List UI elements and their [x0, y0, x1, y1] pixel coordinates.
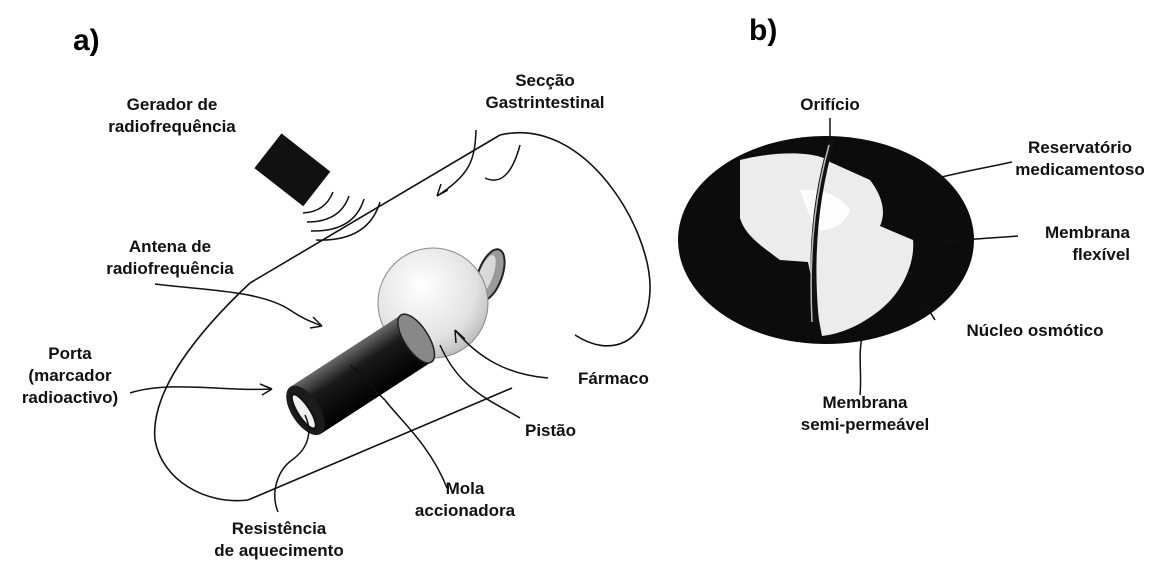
label-heating-resistor: Resistência de aquecimento [204, 518, 354, 562]
label-gi-section: Secção Gastrintestinal [470, 70, 620, 114]
rf-generator-block [254, 133, 330, 206]
tube-end-ellipse [500, 133, 650, 346]
label-actuating-spring: Mola accionadora [410, 478, 520, 522]
rf-waves [303, 192, 380, 240]
label-flexible-membrane: Membrana flexível [1010, 222, 1130, 266]
panel-b-letter: b) [749, 14, 777, 48]
label-rf-generator: Gerador de radiofrequência [88, 94, 256, 138]
label-semipermeable-membrane: Membrana semi-permeável [790, 392, 940, 436]
label-orifice: Orifício [780, 94, 880, 116]
label-drug-reservoir: Reservatório medicamentoso [1005, 137, 1155, 181]
panel-a-letter: a) [73, 24, 100, 58]
label-rf-antenna: Antena de radiofrequência [86, 236, 254, 280]
tube-near-ellipse [155, 283, 250, 501]
label-port-marker: Porta (marcador radioactivo) [0, 343, 140, 409]
label-osmotic-core: Núcleo osmótico [930, 320, 1140, 342]
label-drug: Fármaco [578, 368, 678, 390]
label-piston: Pistão [525, 420, 605, 442]
